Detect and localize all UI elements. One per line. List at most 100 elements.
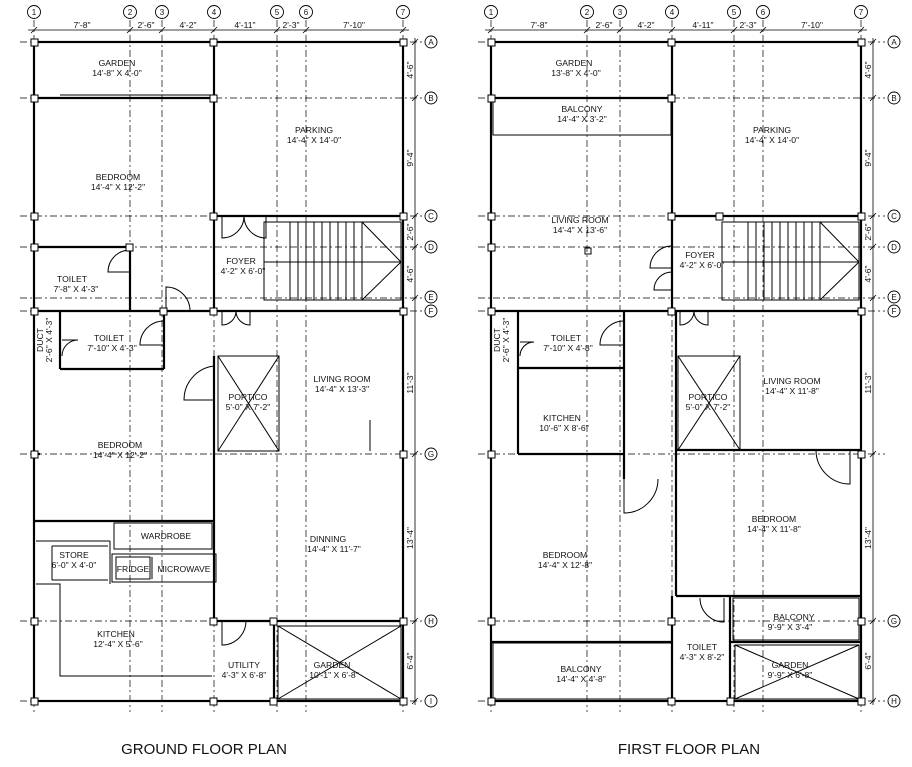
room-size: 14'-8" X 4'-0": [92, 68, 142, 78]
microwave-label: MICROWAVE: [158, 564, 211, 574]
dim-g-h: 13'-4": [405, 527, 415, 549]
room-name: BEDROOM: [96, 172, 140, 182]
dim-5-6: 2'-3": [739, 20, 756, 30]
room-name: BEDROOM: [98, 440, 142, 450]
grid-number: 6: [304, 8, 309, 17]
dim-6-7: 7'-10": [801, 20, 823, 30]
ground-grid-numbers: 1 2 3 4 5 6 7: [27, 5, 410, 19]
room-name: GARDEN: [556, 58, 593, 68]
room-name: GARDEN: [99, 58, 136, 68]
room-size: 14'-4" X 14'-0": [287, 135, 341, 145]
first-side-dimensions: 4'-6" 9'-4" 2'-6" 4'-6" 11'-3" 13'-4" 6'…: [863, 38, 877, 705]
ground-room-labels: GARDEN 14'-8" X 4'-0" PARKING 14'-4" X 1…: [35, 58, 371, 680]
room-size: 13'-8" X 4'-0": [551, 68, 601, 78]
room-size: 4'-2" X 6'-0": [221, 266, 266, 276]
grid-number: 3: [618, 8, 623, 17]
grid-letter: I: [430, 697, 432, 706]
room-size: 14'-4" X 12'-2": [91, 182, 145, 192]
ground-grid-letters: A B C D E F G H I: [424, 35, 438, 708]
first-grid-letters: A B C D E F G H: [887, 35, 901, 708]
room-name: DINNING: [310, 534, 347, 544]
room-size: 9'-9" X 3'-4": [768, 622, 813, 632]
ground-floor-title: GROUND FLOOR PLAN: [121, 741, 287, 758]
first-floor-plan: 7'-8" 2'-6" 4'-2" 4'-11" 2'-3" 7'-10" 1 …: [478, 5, 901, 758]
dim-a-b: 4'-6": [405, 61, 415, 78]
grid-number: 7: [401, 8, 406, 17]
dim-d-e: 4'-6": [863, 265, 873, 282]
grid-number: 5: [275, 8, 280, 17]
dim-c-d: 2'-6": [405, 223, 415, 240]
room-size: 14'-4" X 11'-8": [747, 524, 801, 534]
room-name: PARKING: [295, 125, 333, 135]
dim-5-6: 2'-3": [282, 20, 299, 30]
room-name: DUCT: [492, 327, 502, 352]
room-size: 14'-4" X 13'-6": [553, 225, 607, 235]
room-size: 14'-4" X 11'-8": [765, 386, 819, 396]
dim-4-5: 4'-11": [692, 20, 713, 30]
first-grid-numbers: 1 2 3 4 5 6 7: [484, 5, 868, 19]
dim-4-5: 4'-11": [234, 20, 255, 30]
room-size: 5'-0" X 7'-2": [686, 402, 731, 412]
ground-top-dimensions: 7'-8" 2'-6" 4'-2" 4'-11" 2'-3" 7'-10": [28, 20, 409, 34]
ground-columns: [30, 38, 408, 706]
grid-number: 1: [32, 8, 37, 17]
wardrobe-label: WARDROBE: [141, 531, 192, 541]
room-name: PORTICO: [689, 392, 728, 402]
dim-g-h: 13'-4": [863, 527, 873, 549]
room-size: 7'-10" X 4'-3": [87, 343, 137, 353]
grid-letter: D: [891, 243, 897, 252]
dim-b-c: 9'-4": [405, 149, 415, 166]
grid-number: 7: [859, 8, 864, 17]
dim-3-4: 4'-2": [179, 20, 196, 30]
room-size: 12'-4" X 5'-6": [93, 639, 143, 649]
room-size: 4'-2" X 6'-0": [680, 260, 725, 270]
grid-letter: G: [428, 450, 434, 459]
room-name: GARDEN: [314, 660, 351, 670]
grid-letter: E: [891, 293, 896, 302]
grid-letter: E: [428, 293, 433, 302]
grid-letter: F: [429, 307, 434, 316]
grid-number: 1: [489, 8, 494, 17]
room-name: FOYER: [226, 256, 256, 266]
room-size: 4'-3" X 6'-8": [222, 670, 267, 680]
grid-letter: F: [892, 307, 897, 316]
room-size: 5'-0" X 7'-2": [226, 402, 271, 412]
room-name: STORE: [59, 550, 89, 560]
first-columns: [487, 38, 866, 706]
grid-letter: B: [428, 94, 433, 103]
ground-side-dimensions: 4'-6" 9'-4" 2'-6" 4'-6" 11'-3" 13'-4" 6'…: [405, 38, 419, 705]
room-size: 9'-9" X 6'-8": [768, 670, 813, 680]
grid-letter: B: [891, 94, 896, 103]
first-stair-treads: [747, 221, 860, 301]
room-name: PARKING: [753, 125, 791, 135]
dim-c-d: 2'-6": [863, 223, 873, 240]
grid-letter: A: [428, 38, 434, 47]
room-size: 7'-8" X 4'-3": [54, 284, 99, 294]
grid-letter: C: [428, 212, 434, 221]
room-size: 4'-3" X 8'-2": [680, 652, 725, 662]
grid-number: 5: [732, 8, 737, 17]
room-name: KITCHEN: [543, 413, 581, 423]
dim-1-2: 7'-8": [73, 20, 90, 30]
room-name: FOYER: [685, 250, 715, 260]
room-name: BALCONY: [560, 664, 601, 674]
dim-f-g: 11'-3": [405, 372, 415, 393]
ground-floor-plan: 7'-8" 2'-6" 4'-2" 4'-11" 2'-3" 7'-10" 1 …: [20, 5, 438, 758]
grid-letter: H: [891, 697, 897, 706]
dim-6-7: 7'-10": [343, 20, 365, 30]
room-name: TOILET: [57, 274, 88, 284]
room-name: UTILITY: [228, 660, 260, 670]
dim-2-3: 2'-6": [137, 20, 154, 30]
dim-3-4: 4'-2": [637, 20, 654, 30]
grid-number: 3: [160, 8, 165, 17]
grid-letter: A: [891, 38, 897, 47]
room-size: 14'-4" X 4'-8": [556, 674, 606, 684]
first-floor-title: FIRST FLOOR PLAN: [618, 741, 760, 758]
dim-a-b: 4'-6": [863, 61, 873, 78]
room-name: BEDROOM: [543, 550, 587, 560]
grid-letter: D: [428, 243, 434, 252]
room-name: LIVING ROOM: [313, 374, 370, 384]
room-name: BEDROOM: [752, 514, 796, 524]
room-name: DUCT: [35, 327, 45, 352]
